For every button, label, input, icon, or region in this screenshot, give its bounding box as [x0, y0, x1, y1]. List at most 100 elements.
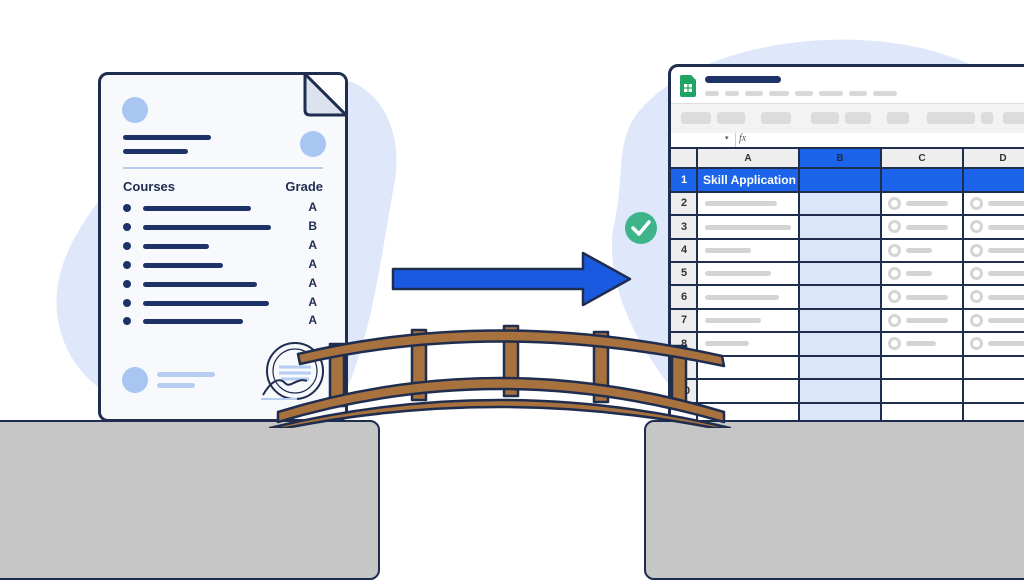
cell-placeholder [705, 341, 749, 346]
row-number[interactable]: 4 [671, 239, 697, 262]
grid-line [880, 147, 882, 421]
toolbar-button[interactable] [811, 112, 839, 124]
menu-item[interactable] [849, 91, 867, 96]
grade-value: A [308, 295, 317, 309]
row-number[interactable]: 3 [671, 215, 697, 239]
cell-placeholder [988, 295, 1024, 300]
grid-line [671, 238, 1024, 240]
menu-item[interactable] [795, 91, 813, 96]
menu-item[interactable] [745, 91, 763, 96]
course-line [143, 263, 223, 268]
course-row: B [121, 219, 331, 234]
user-icon [888, 220, 901, 233]
footer-line [157, 383, 195, 388]
column-header-d[interactable]: D [963, 149, 1024, 168]
grid-line [671, 308, 1024, 310]
row-number[interactable]: 5 [671, 262, 697, 285]
row-number[interactable]: 6 [671, 285, 697, 309]
cell-placeholder [988, 201, 1024, 206]
grid-line [671, 355, 1024, 357]
name-box-chevron-icon: ▾ [725, 135, 729, 142]
grid-line [798, 147, 800, 421]
bullet-icon [123, 317, 131, 325]
menu-item[interactable] [819, 91, 843, 96]
menu-item[interactable] [769, 91, 789, 96]
seal-circle-icon [300, 131, 326, 157]
cell-placeholder [705, 271, 771, 276]
cell-placeholder [906, 248, 932, 253]
bullet-icon [123, 242, 131, 250]
gear-icon [970, 290, 983, 303]
toolbar-button[interactable] [681, 112, 711, 124]
grid-line [671, 147, 1024, 149]
logo-circle-icon [122, 97, 148, 123]
gear-icon [970, 314, 983, 327]
toolbar-button[interactable] [981, 112, 993, 124]
illustration: Courses Grade A B A A A [0, 39, 1024, 580]
gear-icon [970, 337, 983, 350]
grid-line [671, 331, 1024, 333]
toolbar-button[interactable] [717, 112, 745, 124]
user-icon [888, 197, 901, 210]
arrow-right-icon [391, 251, 632, 307]
toolbar-button[interactable] [927, 112, 975, 124]
selected-column-b[interactable] [799, 168, 881, 421]
cell-placeholder [906, 295, 948, 300]
bullet-icon [123, 223, 131, 231]
ground-right [644, 420, 1024, 580]
grade-value: A [308, 200, 317, 214]
toolbar-button[interactable] [845, 112, 871, 124]
column-header-c[interactable]: C [881, 149, 963, 168]
row-number[interactable]: 7 [671, 309, 697, 332]
course-row: A [121, 313, 331, 328]
toolbar-dropdown[interactable] [887, 112, 909, 124]
grid-line [696, 147, 698, 421]
course-row: A [121, 295, 331, 310]
cell-placeholder [988, 248, 1024, 253]
document-title-line [705, 76, 781, 83]
grade-header: Grade [285, 179, 323, 194]
row-number[interactable]: 2 [671, 192, 697, 215]
cell-placeholder [705, 318, 761, 323]
cell-placeholder [906, 318, 948, 323]
gear-icon [970, 267, 983, 280]
cell-placeholder [705, 295, 779, 300]
cell-placeholder [906, 201, 948, 206]
course-row: A [121, 200, 331, 215]
column-header-b[interactable]: B [799, 149, 881, 168]
name-box[interactable] [671, 133, 736, 147]
cell-placeholder [705, 225, 791, 230]
menu-item[interactable] [705, 91, 719, 96]
title-line [123, 135, 211, 140]
header-cell-skill-application[interactable]: Skill Application [703, 173, 796, 187]
subtitle-line [123, 149, 188, 154]
fx-label: fx [739, 133, 747, 144]
toolbar-button[interactable] [1003, 112, 1024, 124]
cell-placeholder [988, 271, 1024, 276]
course-line [143, 225, 271, 230]
header-row[interactable] [697, 168, 1024, 192]
cell-placeholder [988, 341, 1024, 346]
checkmark-badge-icon [625, 212, 657, 244]
grade-value: A [308, 276, 317, 290]
course-line [143, 206, 251, 211]
user-icon [888, 267, 901, 280]
row-number[interactable]: 1 [671, 168, 697, 192]
cell-placeholder [705, 248, 751, 253]
grid-line [671, 284, 1024, 286]
user-icon [888, 314, 901, 327]
ground-left [0, 420, 380, 580]
bullet-icon [123, 261, 131, 269]
corner-cell[interactable] [671, 149, 697, 168]
grade-value: A [308, 257, 317, 271]
cell-placeholder [988, 318, 1024, 323]
grade-value: A [308, 238, 317, 252]
menu-item[interactable] [725, 91, 739, 96]
column-header-a[interactable]: A [697, 149, 799, 168]
grade-value: A [308, 313, 317, 327]
courses-header: Courses [123, 179, 176, 194]
menu-item[interactable] [873, 91, 897, 96]
toolbar-dropdown[interactable] [761, 112, 791, 124]
grid-line [671, 214, 1024, 216]
cell-placeholder [906, 271, 932, 276]
